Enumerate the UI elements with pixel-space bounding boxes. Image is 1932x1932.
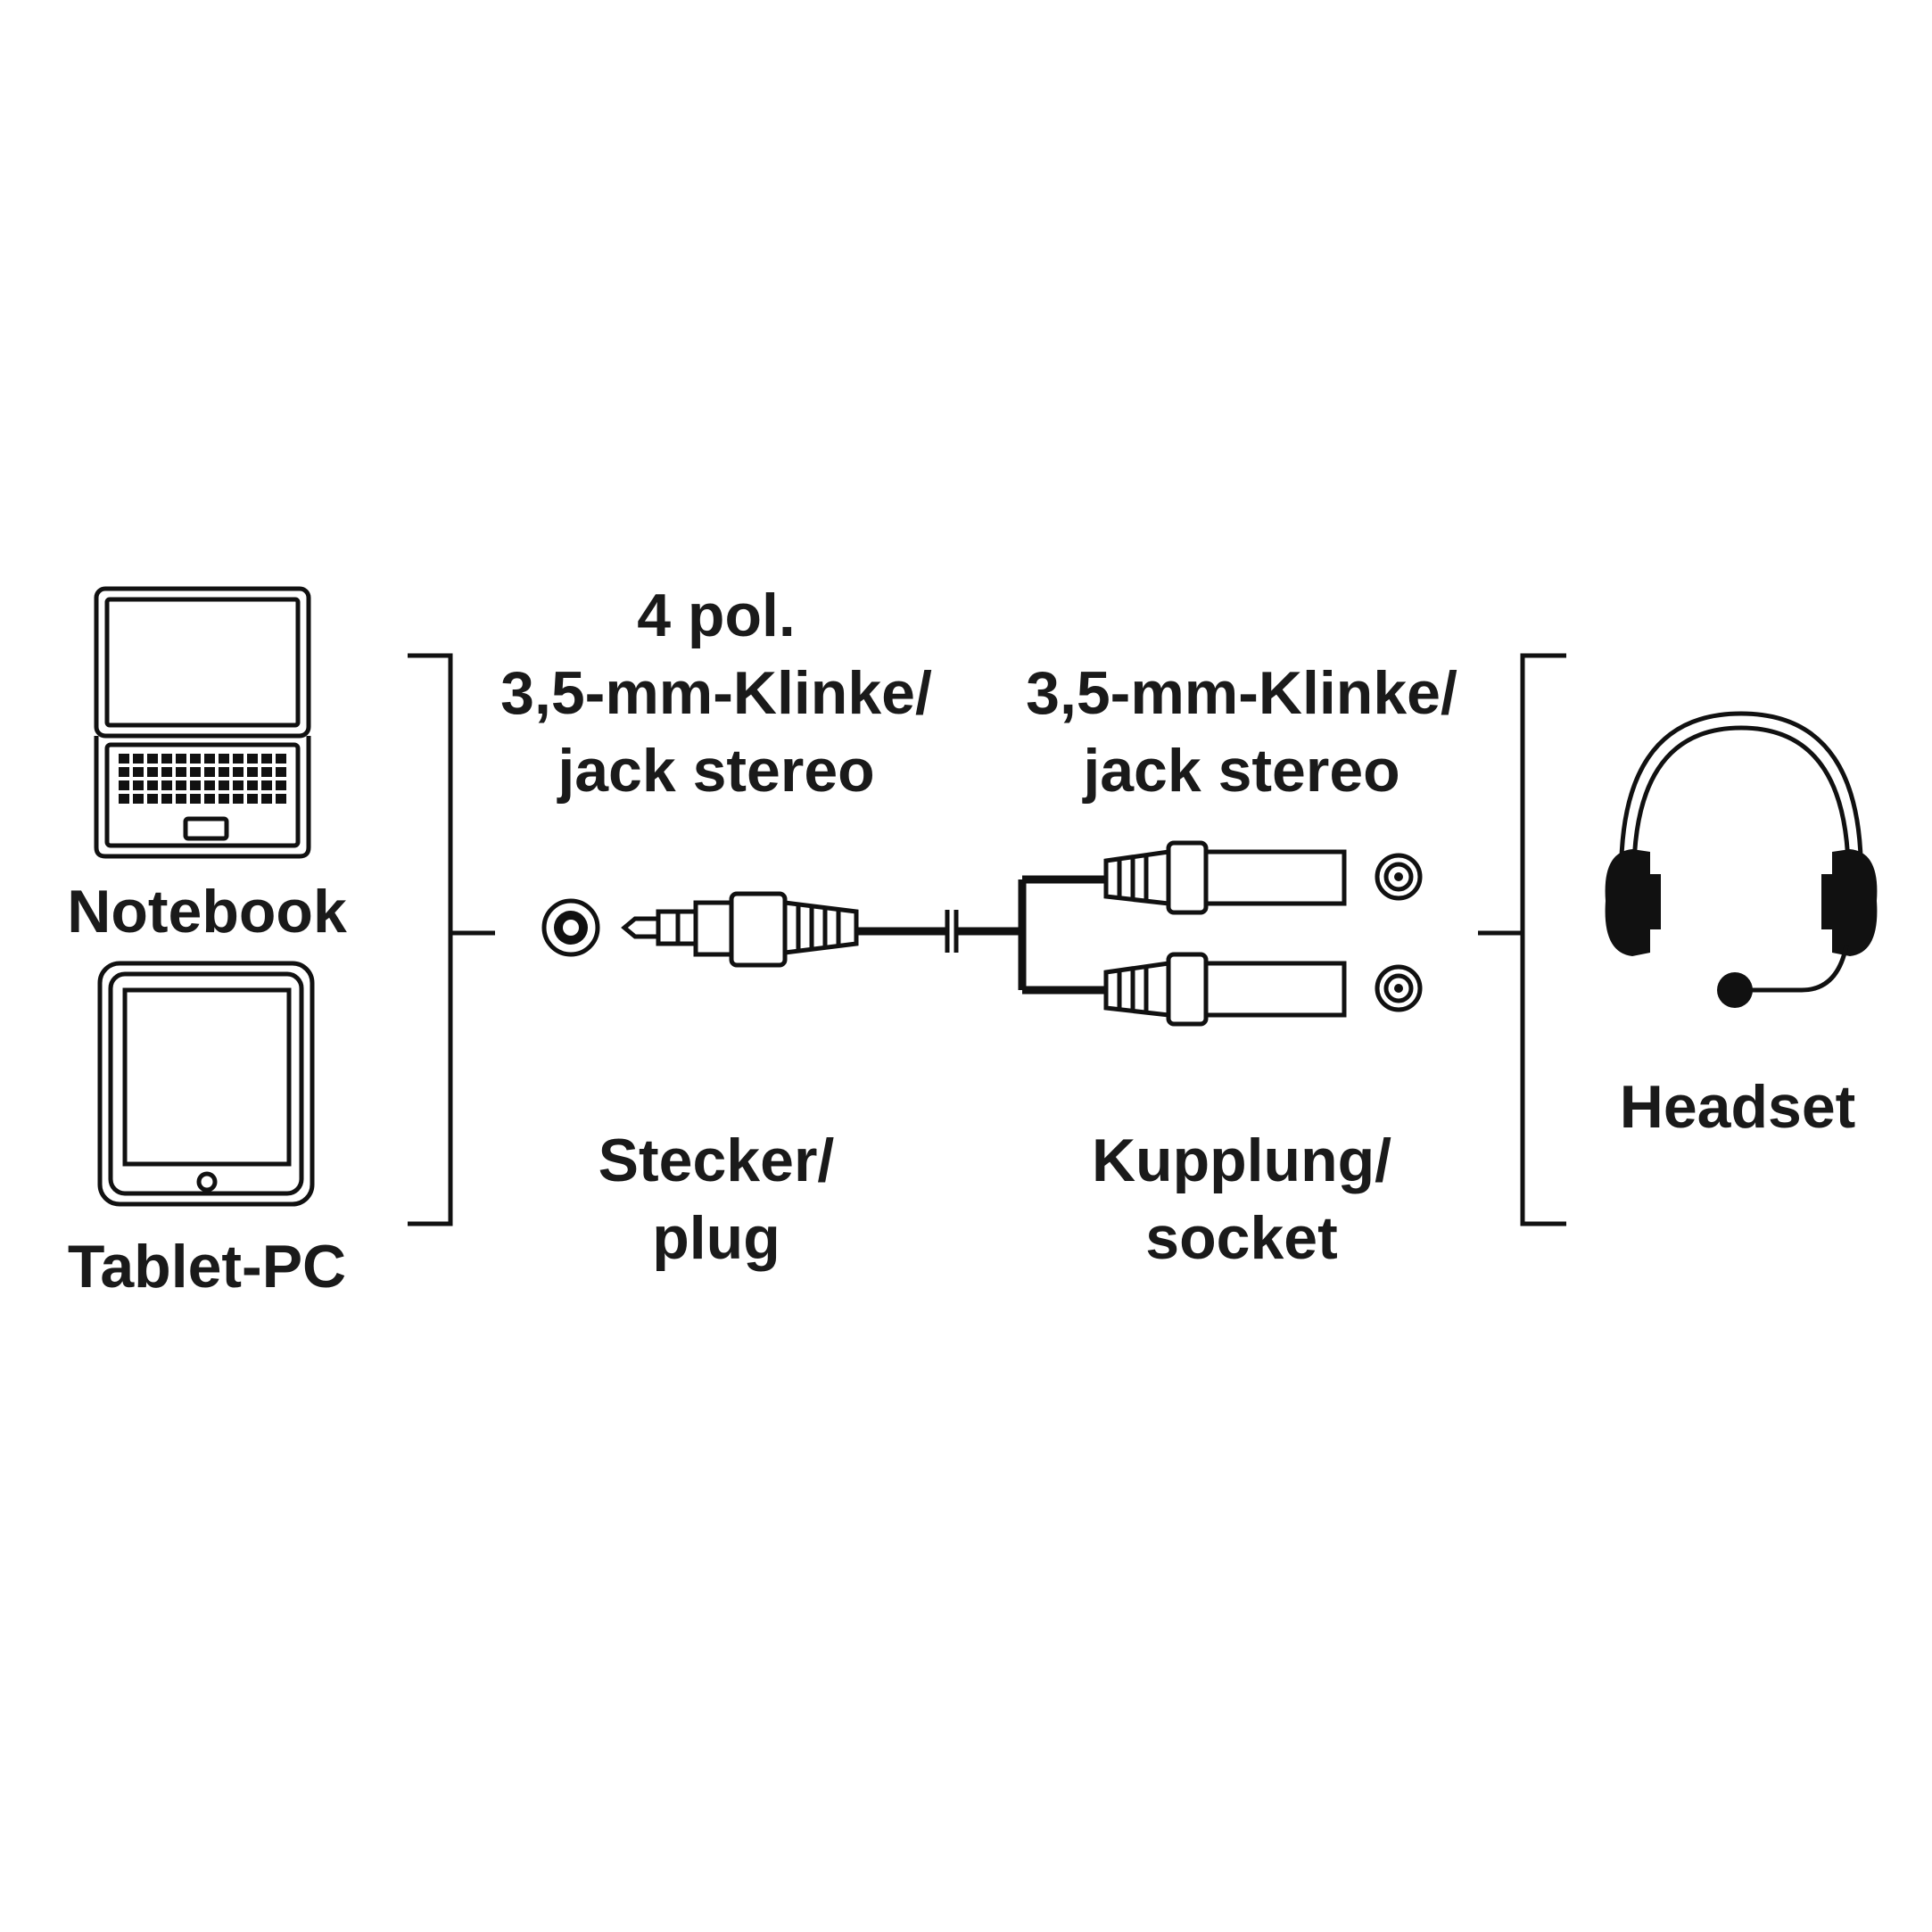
keyboard-key [190, 754, 201, 764]
tablet-icon [97, 961, 315, 1207]
keyboard-key [276, 780, 286, 790]
keyboard-key [204, 767, 215, 777]
plug-front-icon [541, 898, 600, 957]
plug-header-line1: 4 pol. [637, 582, 796, 649]
keyboard-key [133, 754, 144, 764]
keyboard-key [219, 767, 229, 777]
laptop-icon [94, 586, 311, 859]
keyboard-key [276, 794, 286, 804]
keyboard-key [233, 754, 244, 764]
keyboard-key [261, 780, 272, 790]
left-bracket [408, 653, 495, 1226]
plug-footer-line2: plug [652, 1204, 780, 1272]
keyboard-key [119, 767, 129, 777]
keyboard-key [147, 754, 158, 764]
keyboard-key [247, 794, 258, 804]
socket-front-icon-upper [1375, 853, 1423, 901]
jack-plug-icon [621, 891, 859, 968]
keyboard-key [261, 794, 272, 804]
keyboard-key [276, 754, 286, 764]
keyboard-key [161, 780, 172, 790]
keyboard-key [176, 767, 186, 777]
keyboard-key [190, 780, 201, 790]
socket-footer-line1: Kupplung/ [1092, 1127, 1391, 1194]
keyboard-key [190, 794, 201, 804]
plug-header-line2: 3,5-mm-Klinke/ [500, 659, 932, 727]
keyboard-key [219, 794, 229, 804]
keyboard-key [119, 794, 129, 804]
keyboard-key [176, 754, 186, 764]
keyboard-key [233, 767, 244, 777]
cable [856, 875, 1106, 995]
keyboard-key [204, 794, 215, 804]
keyboard-key [119, 780, 129, 790]
keyboard-key [204, 780, 215, 790]
jack-socket-icon [1103, 840, 1347, 1027]
keyboard-key [147, 794, 158, 804]
keyboard-key [147, 767, 158, 777]
keyboard-key [219, 780, 229, 790]
keyboard-key [233, 794, 244, 804]
keyboard-key [161, 767, 172, 777]
keyboard-key [176, 780, 186, 790]
keyboard-key [161, 754, 172, 764]
keyboard-key [261, 767, 272, 777]
keyboard-key [233, 780, 244, 790]
socket-front-icon-lower [1375, 964, 1423, 1012]
keyboard-key [276, 767, 286, 777]
keyboard-key [247, 780, 258, 790]
keyboard-key [204, 754, 215, 764]
headset-label: Headset [1620, 1073, 1856, 1141]
keyboard-key [147, 780, 158, 790]
plug-header-line3: jack stereo [556, 737, 874, 805]
keyboard-key [119, 754, 129, 764]
keyboard-key [261, 754, 272, 764]
keyboard-key [161, 794, 172, 804]
keyboard-key [247, 767, 258, 777]
keyboard-key [219, 754, 229, 764]
notebook-label: Notebook [67, 878, 347, 945]
headset-icon [1605, 711, 1878, 1008]
socket-footer-line2: socket [1145, 1204, 1337, 1272]
tablet-label: Tablet-PC [68, 1233, 346, 1300]
right-bracket [1478, 653, 1566, 1226]
keyboard-key [133, 794, 144, 804]
keyboard-key [190, 767, 201, 777]
keyboard-key [133, 767, 144, 777]
keyboard-key [176, 794, 186, 804]
plug-footer-line1: Stecker/ [599, 1127, 835, 1194]
keyboard-key [247, 754, 258, 764]
socket-header-line2: jack stereo [1081, 737, 1399, 805]
socket-header-line1: 3,5-mm-Klinke/ [1026, 659, 1457, 727]
keyboard-key [133, 780, 144, 790]
